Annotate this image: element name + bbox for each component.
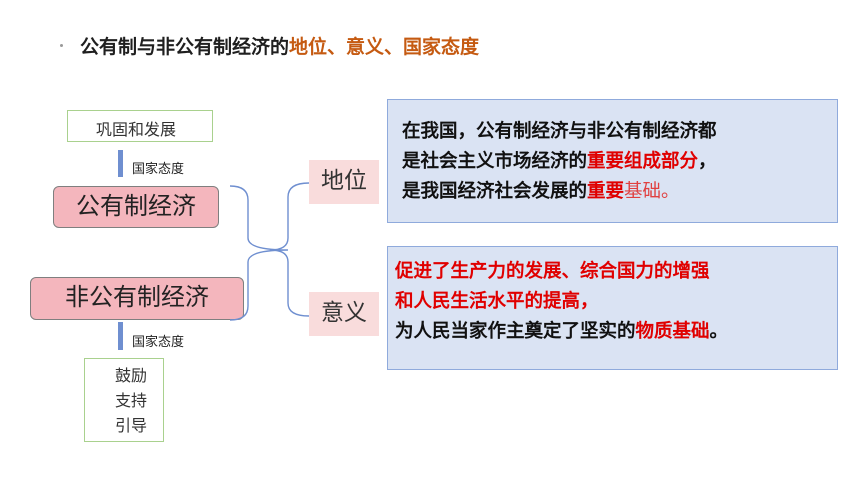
title-highlight: 地位、意义、国家态度: [289, 36, 480, 58]
position-line-3-red: 重要: [587, 181, 625, 202]
public-economy-box: 公有制经济: [53, 186, 219, 228]
state-attitude-label-top: 国家态度: [132, 162, 185, 177]
position-line-3: 是我国经济社会发展的重要基础。: [402, 177, 837, 207]
position-description-box: 在我国，公有制经济与非公有制经济都 是社会主义市场经济的重要组成部分， 是我国经…: [387, 99, 838, 223]
consolidate-develop-text: 巩固和发展: [96, 120, 177, 139]
significance-line-3-punct: 。: [709, 321, 729, 342]
state-attitude-label-bottom: 国家态度: [132, 335, 185, 350]
position-label-text: 地位: [321, 168, 367, 194]
encourage-text: 鼓励: [115, 366, 148, 385]
position-line-2-punct: ，: [698, 151, 717, 172]
position-line-1-text: 在我国，公有制经济与非公有制经济都: [402, 121, 717, 142]
nonpublic-economy-box: 非公有制经济: [30, 277, 244, 320]
significance-line-1-red: 促进了生产力的发展、综合国力的增强: [395, 261, 710, 282]
arrow-up-icon: [118, 150, 123, 177]
guide-text: 引导: [115, 416, 148, 435]
nonpublic-economy-text: 非公有制经济: [65, 283, 209, 311]
page-title: 公有制与非公有制经济的地位、意义、国家态度: [80, 32, 479, 59]
position-line-2: 是社会主义市场经济的重要组成部分，: [402, 147, 837, 177]
right-bracket: [269, 182, 310, 317]
significance-line-1: 促进了生产力的发展、综合国力的增强: [395, 257, 837, 287]
significance-line-3: 为人民当家作主奠定了坚实的物质基础。: [395, 317, 837, 347]
title-main: 公有制与非公有制经济的: [80, 36, 290, 58]
position-line-2-text: 是社会主义市场经济的: [402, 151, 588, 172]
significance-line-2-red: 和人民生活水平的提高，: [395, 291, 599, 312]
significance-description-box: 促进了生产力的发展、综合国力的增强 和人民生活水平的提高， 为人民当家作主奠定了…: [387, 246, 838, 370]
position-line-3-red-2: 基础: [624, 181, 662, 202]
position-label: 地位: [309, 160, 379, 204]
arrow-down-icon: [118, 322, 123, 350]
position-line-3-punct: 。: [661, 181, 680, 202]
consolidate-develop-box: 巩固和发展: [67, 110, 213, 142]
encourage-support-guide-box: 鼓励 支持 引导: [84, 358, 164, 442]
public-economy-text: 公有制经济: [76, 192, 196, 220]
significance-line-3-red: 物质基础: [635, 321, 710, 342]
significance-label-text: 意义: [321, 300, 367, 326]
support-text: 支持: [115, 391, 148, 410]
significance-line-2: 和人民生活水平的提高，: [395, 287, 837, 317]
position-line-3-text: 是我国经济社会发展的: [402, 181, 588, 202]
decorative-dot: [60, 44, 63, 47]
significance-line-3-text: 为人民当家作主奠定了坚实的: [395, 321, 636, 342]
position-line-2-red: 重要组成部分: [587, 151, 699, 172]
position-line-1: 在我国，公有制经济与非公有制经济都: [402, 117, 837, 147]
significance-label: 意义: [309, 292, 379, 336]
